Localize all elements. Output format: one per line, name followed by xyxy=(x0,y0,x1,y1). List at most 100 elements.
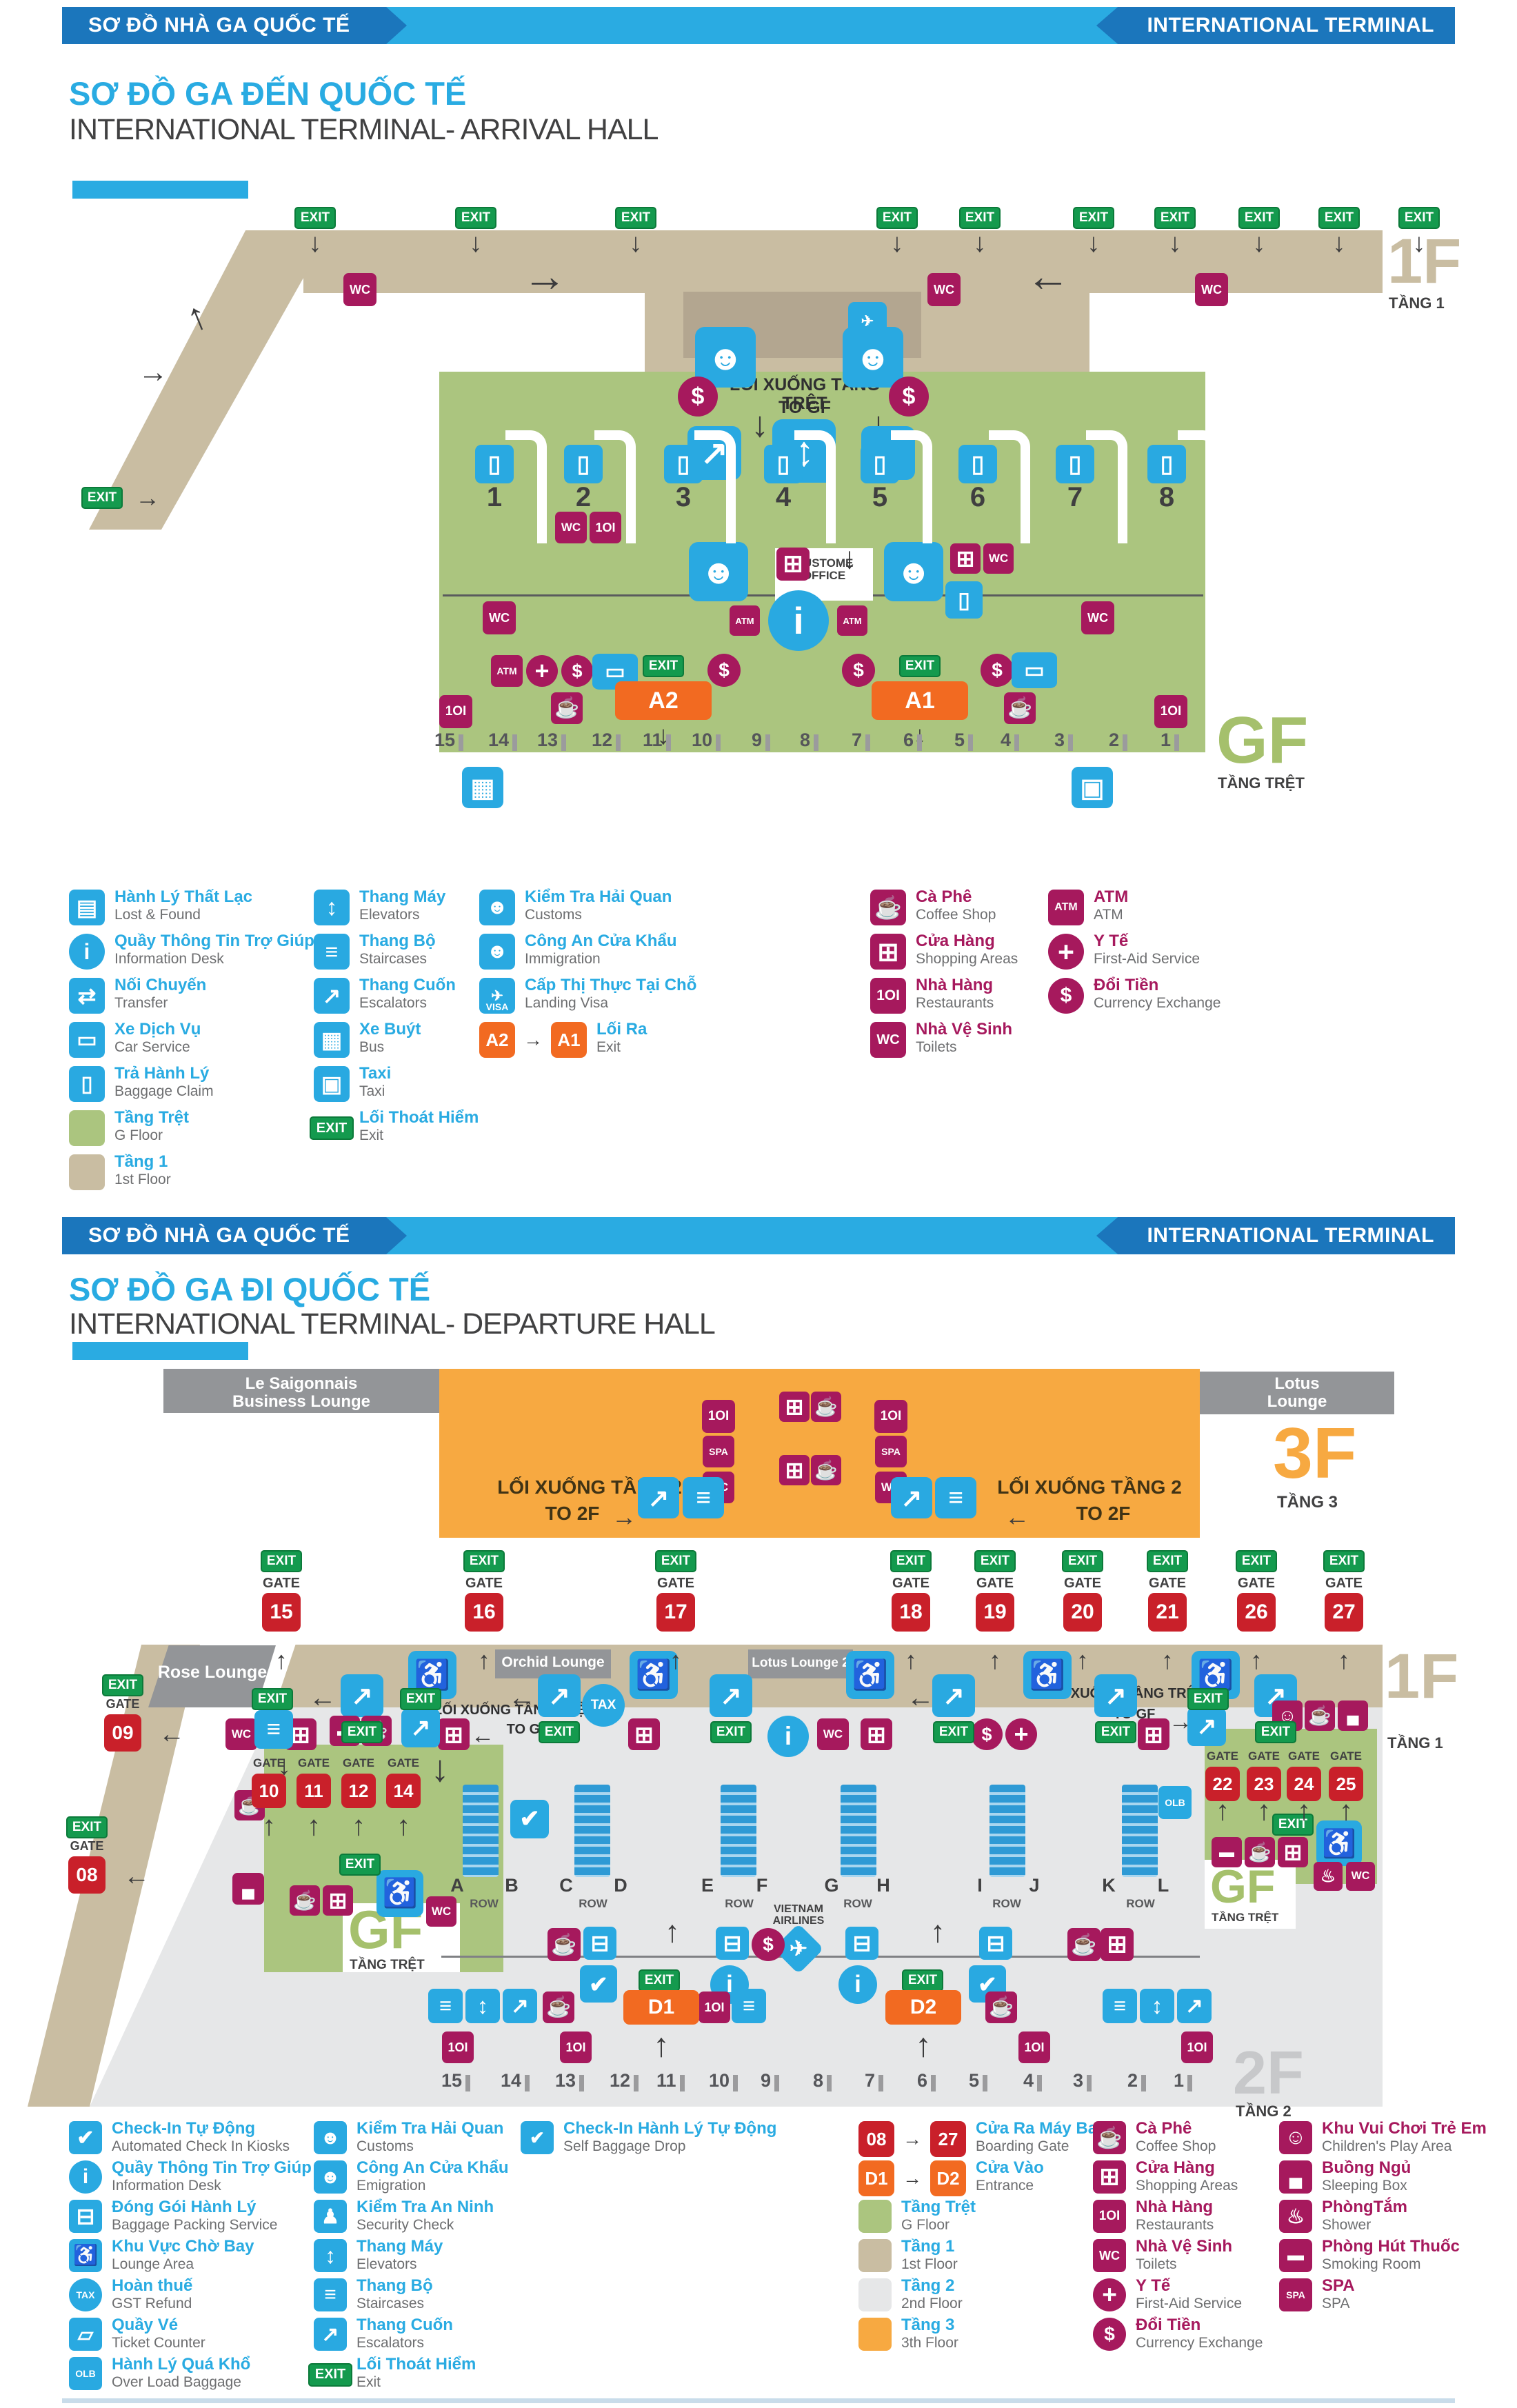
map-label: ROW xyxy=(992,1897,1021,1910)
arrow-up-icon: ↑ xyxy=(1257,1795,1271,1826)
exit-sign: EXIT xyxy=(1255,1721,1296,1743)
trolley-icon: ⊟ xyxy=(845,1927,878,1960)
escalator-icon: ↗ xyxy=(538,1674,581,1717)
header-left-title: SƠ ĐỒ NHÀ GA QUỐC TẾ xyxy=(88,1224,350,1247)
restaurant-icon: 1OI xyxy=(1018,2031,1050,2063)
arrow-up-icon: ↑ xyxy=(915,2027,932,2064)
door-number: 7 xyxy=(865,2070,884,2091)
arrow-left-icon: ← xyxy=(471,1722,494,1749)
departure-map-area xyxy=(495,1649,611,1678)
map-label: Lotus Lounge 2 xyxy=(752,1656,850,1670)
map-label: ROW xyxy=(1126,1897,1155,1910)
wc-icon: WC xyxy=(1346,1862,1375,1891)
seat-icon: ♿ xyxy=(846,1651,894,1699)
stairs-icon: ≡ xyxy=(254,1710,293,1749)
exit-sign: EXIT xyxy=(252,1688,293,1710)
gate-chip: 24 xyxy=(1287,1767,1321,1801)
arrow-up-icon: ↑ xyxy=(307,1810,321,1841)
luggage-icon: ▯ xyxy=(664,445,703,483)
officer-icon: ☻ xyxy=(314,2121,347,2154)
gate-chip: 26 xyxy=(1237,1593,1276,1632)
gate-chip: 27 xyxy=(930,2121,966,2157)
arrow-down-icon: ↓ xyxy=(430,1748,450,1789)
map-label: TẦNG TRỆT xyxy=(1218,774,1305,792)
map-label: GF xyxy=(1216,703,1309,777)
checkin-island xyxy=(721,1785,756,1877)
escalator-icon: ↗ xyxy=(341,1674,383,1717)
wc-icon: WC xyxy=(1081,601,1114,634)
restaurant-icon: 1OI xyxy=(1181,2031,1213,2063)
exit-sign: EXIT xyxy=(615,207,656,229)
map-label: 4 xyxy=(775,482,792,512)
exit-sign: EXIT xyxy=(959,207,1001,229)
map-label: VIETNAM AIRLINES xyxy=(772,1903,825,1927)
escalator-icon: ↗ xyxy=(401,1709,440,1747)
gift-icon: ⊞ xyxy=(870,934,906,970)
map-label: TO 2F xyxy=(545,1503,600,1524)
map-label: GATE xyxy=(1288,1749,1320,1763)
elevator-icon: ↕ xyxy=(314,2239,347,2272)
arrow-left-icon: ← xyxy=(907,1682,934,1713)
gift-icon: ⊞ xyxy=(1138,1718,1169,1750)
map-label: GATE xyxy=(656,1576,695,1591)
arrow-up-icon: ↑ xyxy=(396,1810,410,1841)
gate-chip: 25 xyxy=(1329,1767,1363,1801)
baggage-belt xyxy=(594,430,636,543)
info-icon: i xyxy=(838,1965,877,2004)
arrow-up-icon: ↑ xyxy=(653,2027,670,2064)
exit-sign: EXIT xyxy=(455,207,496,229)
map-label: ROW xyxy=(579,1897,607,1910)
luggage-icon: ▯ xyxy=(861,445,899,483)
arrow-up-icon: ↑ xyxy=(1216,1795,1229,1826)
security-icon: ♟ xyxy=(314,2200,347,2233)
arrow-up-icon: ↑ xyxy=(665,1915,680,1949)
arrow-up-icon: ↑ xyxy=(1297,1795,1311,1826)
exit-sign: EXIT xyxy=(639,1969,680,1991)
door-number: 8 xyxy=(800,730,819,751)
wc-icon: WC xyxy=(927,273,961,306)
exit-sign: EXIT xyxy=(400,1688,441,1710)
coffee-icon: ☕ xyxy=(870,890,906,925)
gift-icon: ⊞ xyxy=(1093,2160,1126,2194)
map-label: G xyxy=(824,1875,839,1896)
shower-icon: ♨ xyxy=(1314,1862,1343,1891)
visa-icon: ✈VISA xyxy=(479,978,515,1014)
exit-sign: EXIT xyxy=(655,1550,696,1572)
olb-icon: OLB xyxy=(69,2357,102,2390)
door-number: 10 xyxy=(709,2070,739,2091)
arrow-down-icon: ↓ xyxy=(842,541,857,575)
gate-chip: D2 xyxy=(885,1990,961,2025)
exit-sign: EXIT xyxy=(876,207,918,229)
arrow-down-icon: ↓ xyxy=(1332,228,1346,258)
floor-swatch xyxy=(858,2318,892,2351)
floor-swatch xyxy=(858,2239,892,2272)
restaurant-icon: 1OI xyxy=(1154,695,1187,728)
taxi-icon: ▣ xyxy=(1072,767,1113,808)
luggage-icon: ▯ xyxy=(475,445,514,483)
map-label: 1F xyxy=(1387,226,1462,297)
coffee-icon: ☕ xyxy=(1004,692,1036,724)
gate-chip: 19 xyxy=(976,1593,1014,1632)
gate-chip: 20 xyxy=(1063,1593,1102,1632)
checkin-island xyxy=(989,1785,1025,1877)
luggage-icon: ▯ xyxy=(69,1066,105,1102)
exit-sign: EXIT xyxy=(974,1550,1016,1572)
gift-icon: ⊞ xyxy=(628,1718,660,1750)
map-label: GATE xyxy=(976,1576,1014,1591)
exit-sign: EXIT xyxy=(1272,1814,1314,1836)
restaurant-icon: 1OI xyxy=(1093,2200,1126,2233)
gate-chip: 23 xyxy=(1247,1767,1281,1801)
gate-chip: A2 xyxy=(479,1022,515,1058)
door-number: 6 xyxy=(917,2070,936,2091)
arrow-right-icon: → xyxy=(903,2128,922,2149)
map-label: A xyxy=(450,1875,464,1896)
door-number: 12 xyxy=(610,2070,639,2091)
atm-icon: ATM xyxy=(730,605,760,636)
gate-chip: A1 xyxy=(551,1022,587,1058)
